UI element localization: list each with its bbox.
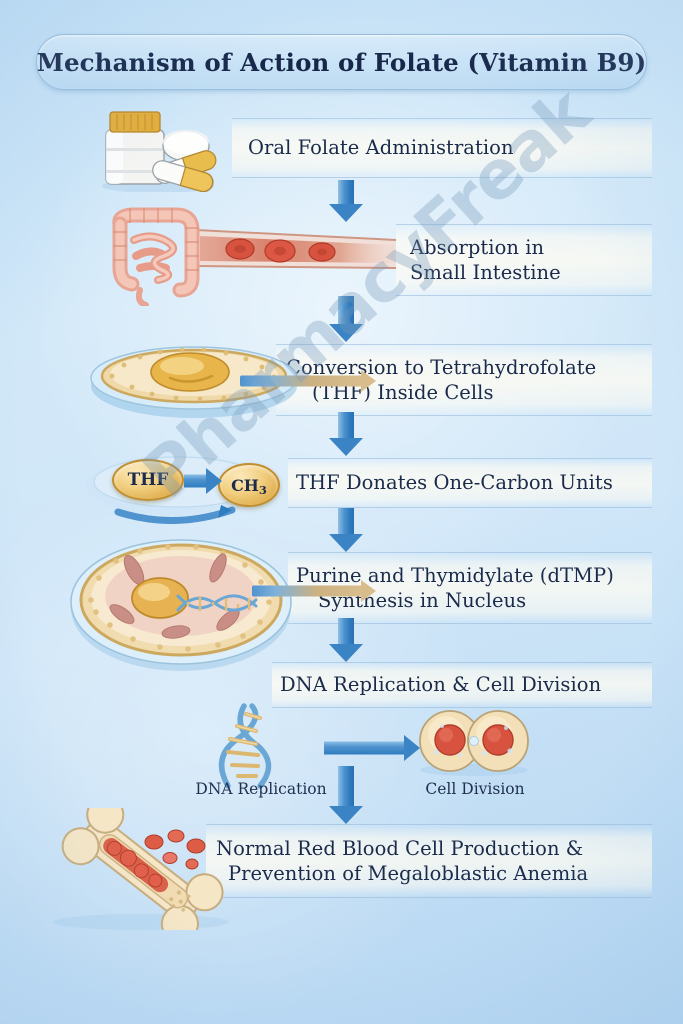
- step-3-label-line-2: (THF) Inside Cells: [312, 381, 494, 404]
- step-7-label: Normal Red Blood Cell Production & Preve…: [206, 836, 588, 887]
- step-3-band: Conversion to Tetrahydrofolate (THF) Ins…: [276, 344, 652, 416]
- intestine-and-blood-vessel-icon: [100, 206, 400, 308]
- step-2-label: Absorption in Small Intestine: [396, 235, 561, 286]
- dna-replication-helix-icon: [206, 702, 314, 790]
- methyl-label: CH3: [231, 475, 267, 497]
- step-7-band: Normal Red Blood Cell Production & Preve…: [206, 824, 652, 898]
- step-7-label-line-2: Prevention of Megaloblastic Anemia: [228, 862, 589, 885]
- step-2-label-line-2: Small Intestine: [410, 261, 561, 284]
- poster-title: Mechanism of Action of Folate (Vitamin B…: [36, 47, 647, 77]
- thf-molecule-bubble: THF: [112, 459, 184, 501]
- step-7-label-line-1: Normal Red Blood Cell Production &: [216, 836, 584, 860]
- replication-to-division-arrow: [324, 735, 420, 761]
- flow-arrow-1: [326, 180, 366, 222]
- step-4-label: THF Donates One-Carbon Units: [296, 471, 613, 495]
- methyl-molecule-bubble: CH3: [218, 463, 280, 507]
- step-1-band: Oral Folate Administration: [232, 118, 652, 178]
- dividing-cells-icon: [412, 708, 536, 776]
- step-6-band: DNA Replication & Cell Division: [272, 662, 652, 708]
- synthesis-pointer-arrow: [252, 580, 376, 602]
- flow-arrow-5: [326, 618, 366, 662]
- flow-arrow-4: [326, 508, 366, 552]
- pill-bottle-and-capsules-icon: [92, 104, 224, 193]
- step-2-label-line-1: Absorption in: [410, 235, 545, 259]
- cell-division-caption: Cell Division: [425, 780, 525, 798]
- bone-marrow-with-rbc-icon: [36, 795, 246, 943]
- flow-arrow-3: [326, 412, 366, 456]
- methyl-transfer-arrow: [184, 468, 222, 494]
- cell-with-folate-icon: [86, 338, 306, 420]
- step-4-band: THF Donates One-Carbon Units: [288, 458, 652, 508]
- flow-arrow-2: [326, 296, 366, 342]
- dna-replication-caption: DNA Replication: [195, 780, 327, 798]
- step-1-label: Oral Folate Administration: [248, 136, 514, 160]
- conversion-pointer-arrow: [240, 370, 376, 392]
- thf-label: THF: [127, 470, 169, 490]
- step-2-band: Absorption in Small Intestine: [396, 224, 652, 296]
- cell-nucleus-with-dna-icon: [68, 532, 294, 672]
- poster-title-banner: Mechanism of Action of Folate (Vitamin B…: [36, 34, 647, 90]
- step-6-label: DNA Replication & Cell Division: [280, 673, 602, 697]
- flow-arrow-6: [326, 766, 366, 824]
